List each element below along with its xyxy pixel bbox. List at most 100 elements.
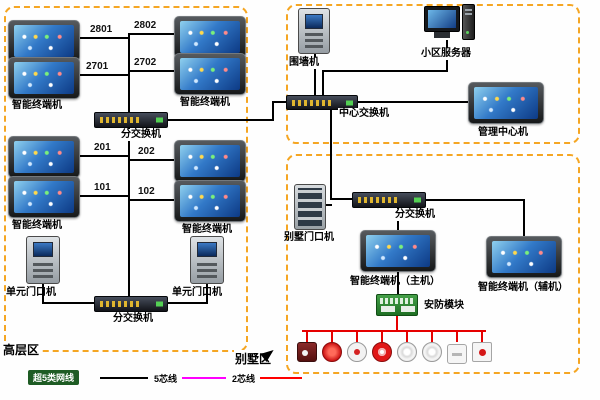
- legend-cat5-label: 超5类网线: [28, 370, 80, 385]
- cat5-cable-segment: [128, 33, 130, 112]
- cat5-cable-segment: [397, 272, 399, 294]
- sub-switch: [94, 112, 168, 128]
- smoke-detector-icon: [397, 342, 417, 362]
- smart-terminal: [174, 180, 246, 222]
- terminal-screen: [14, 141, 74, 173]
- security-cable-segment: [356, 330, 358, 342]
- sub-switch: [94, 296, 168, 312]
- panic-button-icon: [472, 342, 492, 362]
- villa-door-panel: [298, 188, 322, 226]
- security-cable-segment: [302, 330, 486, 332]
- smart-terminal: [8, 57, 80, 99]
- security-module-label: 安防模块: [424, 300, 464, 311]
- terminal-screen: [474, 87, 538, 119]
- center-switch: [286, 95, 358, 110]
- smart-terminal-label: 智能终端机: [182, 224, 232, 235]
- legend-5core-label: 5芯线: [154, 374, 178, 384]
- smart-terminal-label: 智能终端机: [12, 100, 62, 111]
- villa-sub-switch-label: 分交换机: [394, 209, 436, 221]
- emergency-button-icon: [322, 342, 342, 362]
- perimeter-wall-station: [298, 8, 330, 54]
- smart-terminal-master: [360, 230, 436, 272]
- smart-terminal: [8, 20, 80, 62]
- cat5-cable-segment: [272, 101, 274, 121]
- security-cable-segment: [381, 330, 383, 342]
- cat5-cable-segment: [168, 119, 274, 121]
- server-monitor: [424, 6, 460, 32]
- smart-terminal: [8, 136, 80, 178]
- smart-terminal: [174, 16, 246, 58]
- alarm-siren-icon: [372, 342, 392, 362]
- terminal-screen: [14, 181, 74, 213]
- cat5-cable-segment: [128, 199, 174, 201]
- legend-5core-swatch: [182, 377, 226, 379]
- cat5-cable-segment: [314, 54, 316, 95]
- cat5-cable-segment: [128, 70, 174, 72]
- riser-number: 2701: [86, 61, 109, 72]
- cat5-cable-segment: [128, 159, 174, 161]
- smart-terminal: [174, 140, 246, 182]
- smart-terminal-aux-label: 智能终端机（辅机）: [478, 282, 568, 293]
- smart-terminal: [174, 53, 246, 95]
- cat5-cable-segment: [330, 110, 332, 200]
- cat5-cable-segment: [80, 195, 128, 197]
- legend-2core-swatch: [260, 377, 302, 379]
- cat5-cable-segment: [523, 199, 525, 236]
- perimeter-wall-station-label: 围墙机: [288, 57, 320, 69]
- security-module: [376, 294, 418, 316]
- villa-region-label: 别墅区: [234, 350, 273, 367]
- management-center-label: 管理中心机: [478, 127, 528, 138]
- terminal-screen: [180, 58, 240, 90]
- cat5-cable-segment: [426, 199, 525, 201]
- riser-number: 2702: [134, 57, 157, 68]
- sub-switch-label: 分交换机: [112, 313, 154, 325]
- cat5-cable-segment: [42, 284, 44, 304]
- cat5-cable-segment: [80, 37, 128, 39]
- unit-door-station: [190, 236, 224, 284]
- management-center-terminal: [468, 82, 544, 124]
- security-cable-segment: [406, 330, 408, 342]
- cat5-cable-segment: [128, 33, 174, 35]
- villa-door-station-label: 别墅门口机: [284, 232, 334, 243]
- unit-door-station-label: 单元门口机: [172, 287, 222, 298]
- zone-center: [286, 4, 580, 144]
- riser-number: 101: [94, 182, 111, 193]
- riser-number: 2802: [134, 20, 157, 31]
- unit-door-station: [26, 236, 60, 284]
- security-cable-segment: [396, 316, 398, 331]
- terminal-screen: [14, 62, 74, 94]
- legend-2core-label: 2芯线: [232, 374, 256, 384]
- cat5-cable-segment: [168, 302, 208, 304]
- unit-door-station-label: 单元门口机: [6, 287, 56, 298]
- terminal-screen: [180, 145, 240, 177]
- server-tower: [462, 4, 475, 40]
- riser-number: 201: [94, 142, 111, 153]
- legend-cat5-swatch: [100, 377, 148, 379]
- villa-sub-switch: [352, 192, 426, 208]
- server-label: 小区服务器: [420, 48, 472, 60]
- smart-terminal-label: 智能终端机: [12, 220, 62, 231]
- terminal-screen: [14, 25, 74, 57]
- smart-terminal-master-label: 智能终端机（主机）: [350, 276, 440, 287]
- security-cable-segment: [431, 330, 433, 342]
- security-cable-segment: [481, 330, 483, 342]
- cat5-cable-segment: [206, 284, 208, 304]
- villa-door-station: [294, 184, 326, 230]
- door-contact-icon: [447, 344, 467, 364]
- zone-villa: [286, 154, 580, 374]
- smart-terminal-label: 智能终端机: [180, 97, 230, 108]
- zone-highrise: [4, 6, 248, 352]
- smart-terminal-aux: [486, 236, 562, 278]
- sub-switch-label: 分交换机: [120, 129, 162, 141]
- cctv-camera-icon: [297, 342, 317, 362]
- riser-number: 102: [138, 186, 155, 197]
- smoke-detector-icon: [422, 342, 442, 362]
- server-monitor-stand: [434, 32, 450, 38]
- cat5-cable-segment: [272, 101, 288, 103]
- gas-detector-icon: [347, 342, 367, 362]
- cat5-cable-segment: [42, 302, 94, 304]
- riser-number: 2801: [90, 24, 113, 35]
- server-screen: [428, 10, 456, 28]
- cat5-cable-segment: [128, 128, 130, 296]
